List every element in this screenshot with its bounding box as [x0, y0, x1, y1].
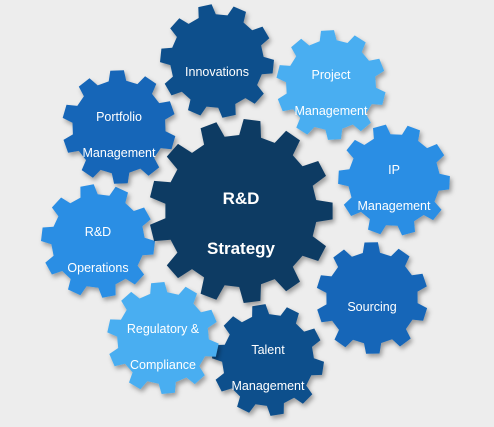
- gear-innovations: [160, 4, 274, 118]
- gear-rd-operations: [41, 184, 155, 298]
- gear-regulatory-compliance: [107, 282, 219, 394]
- gear-sourcing: [316, 242, 428, 354]
- gear-talent-management: [212, 304, 324, 416]
- gear-project-management: [276, 30, 386, 140]
- gear-portfolio-management: [62, 70, 176, 184]
- gear-ip-management: [338, 124, 450, 236]
- center-gear: [150, 119, 333, 303]
